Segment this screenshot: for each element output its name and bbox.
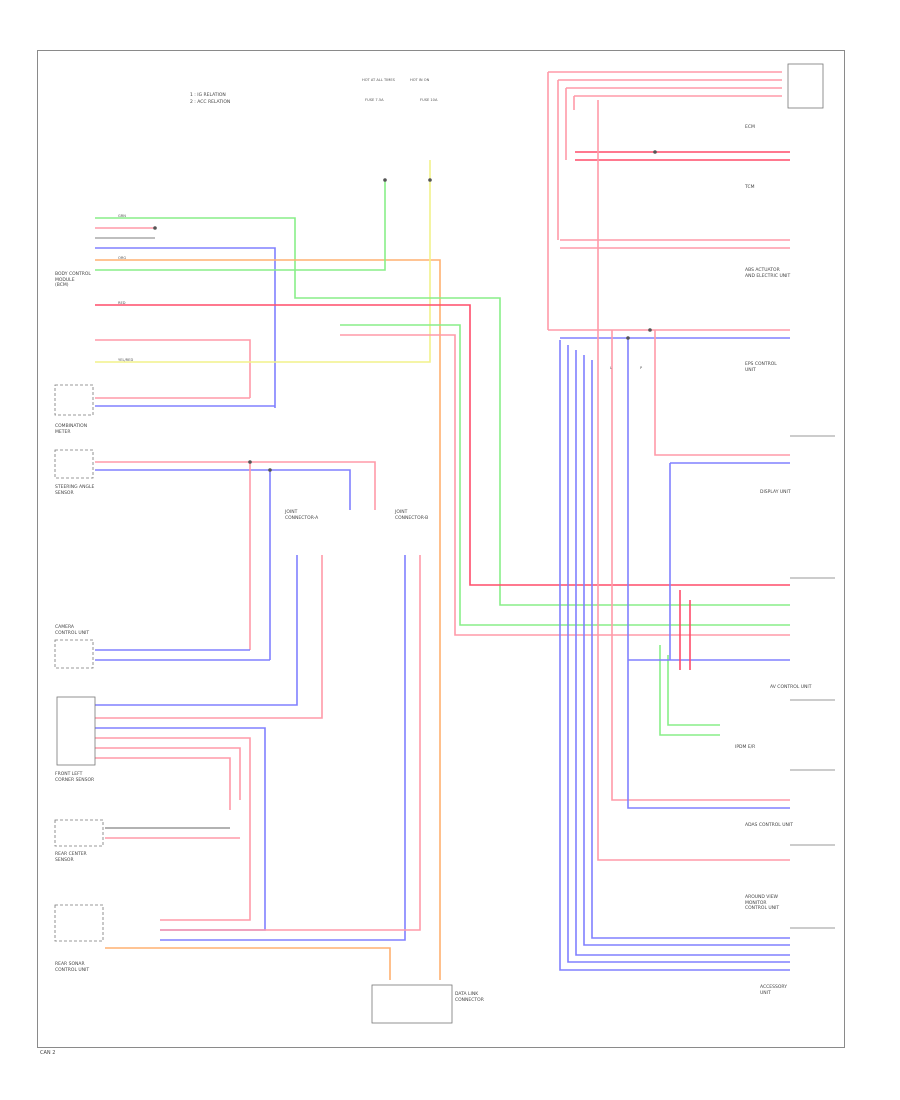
diagram-frame (37, 50, 845, 1048)
label-data-link: DATA LINK CONNECTOR (455, 992, 484, 1003)
label-av-control: AV CONTROL UNIT (770, 685, 812, 690)
label-front-left: FRONT LEFT CORNER SENSOR (55, 772, 95, 783)
legend-item-1: 1 : IG RELATION (190, 93, 226, 98)
fuse-label-hot-all: HOT AT ALL TIMES (362, 78, 395, 82)
wire-label-can-l: P (640, 366, 643, 370)
footer-label: CAN 2 (40, 1050, 56, 1056)
label-ipdm: IPDM E/R (735, 745, 756, 750)
label-adas: ADAS CONTROL UNIT (745, 823, 793, 828)
label-combination-meter: COMBINATION METER (55, 424, 88, 435)
label-joint-a: JOINT CONNECTOR-A (285, 510, 319, 521)
legend-item-2: 2 : ACC RELATION (190, 100, 231, 105)
label-tcm: TCM (745, 185, 755, 190)
label-rear-center: REAR CENTER SENSOR (55, 852, 87, 863)
label-ecm: ECM (745, 125, 755, 130)
wire-label-yel: YEL/RED (118, 358, 134, 362)
label-rear-sonar: REAR SONAR CONTROL UNIT (55, 962, 90, 973)
wire-label-org: ORG (118, 256, 127, 260)
label-camera-unit: CAMERA CONTROL UNIT (55, 625, 90, 636)
fuse-label-hot-on: HOT IN ON (410, 78, 430, 82)
wire-label-grn: GRN (118, 214, 126, 218)
fuse-b: FUSE 10A (420, 98, 438, 102)
label-eps: EPS CONTROL UNIT (745, 362, 777, 373)
label-joint-b: JOINT CONNECTOR-B (395, 510, 429, 521)
wire-label-red: RED (118, 301, 126, 305)
fuse-a: FUSE 7.5A (365, 98, 384, 102)
label-display: DISPLAY UNIT (760, 490, 791, 495)
label-accessory: ACCESSORY UNIT (760, 985, 787, 996)
label-abs: ABS ACTUATOR AND ELECTRIC UNIT (745, 268, 791, 279)
wire-label-can-h: L (610, 366, 613, 370)
label-steering-angle: STEERING ANGLE SENSOR (55, 485, 95, 496)
label-body-control: BODY CONTROL MODULE (BCM) (55, 272, 91, 288)
label-around-view: AROUND VIEW MONITOR CONTROL UNIT (745, 895, 780, 911)
